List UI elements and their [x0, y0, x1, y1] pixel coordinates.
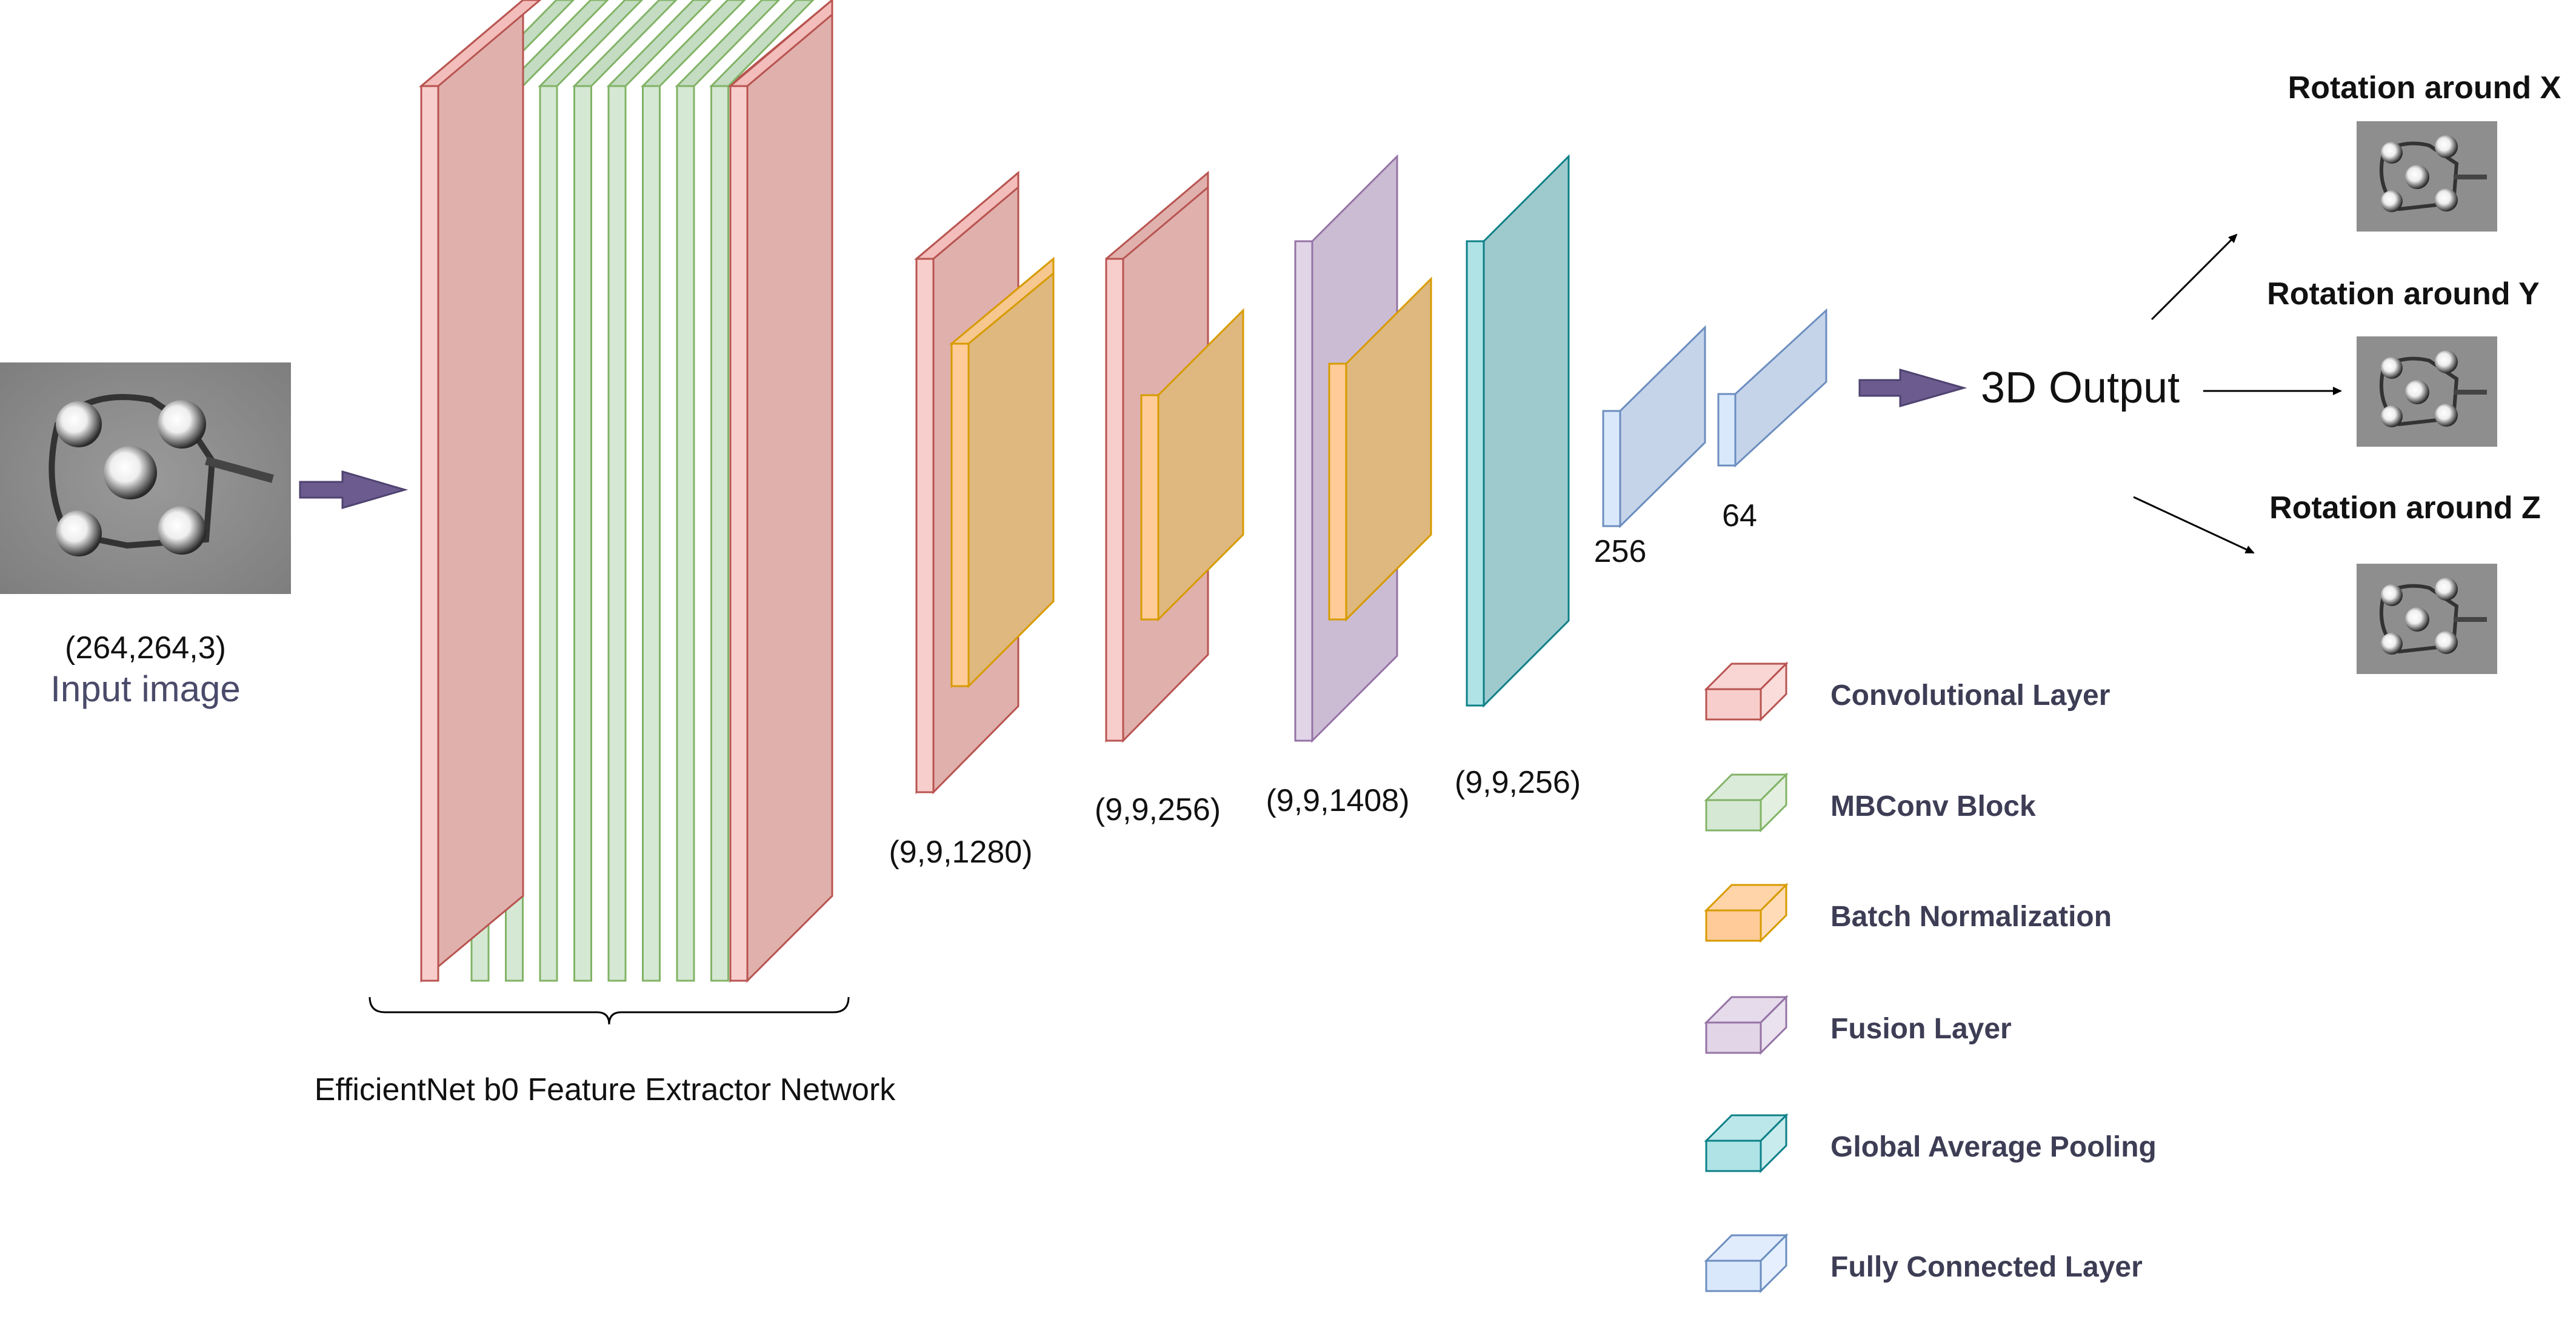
branch-arrow-z — [2133, 496, 2255, 554]
legend-label: Fully Connected Layer — [1830, 1251, 2143, 1283]
input-arrow — [299, 470, 409, 509]
rotation-z-label: Rotation around Z — [2269, 490, 2541, 526]
mbconv-slab — [675, 0, 781, 982]
legend-label: Batch Normalization — [1830, 901, 2112, 933]
legend-label: Global Average Pooling — [1830, 1131, 2157, 1163]
legend-swatch-icon — [1704, 772, 1789, 833]
legend-label: MBConv Block — [1830, 790, 2036, 823]
branch-arrow-x — [2151, 233, 2238, 321]
mbconv-slab — [572, 0, 678, 982]
stage-4-gap — [1466, 154, 1570, 708]
dense-256-label: 256 — [1594, 534, 1647, 569]
mbconv-slab — [606, 0, 712, 982]
stage-4-shape-label: (9,9,256) — [1455, 765, 1581, 800]
legend-swatch-icon — [1704, 1233, 1789, 1293]
legend-swatch-icon — [1704, 883, 1789, 943]
input-caption: Input image — [50, 669, 241, 709]
backbone-caption: EfficientNet b0 Feature Extractor Networ… — [315, 1072, 896, 1107]
legend-swatch-icon — [1704, 1113, 1789, 1173]
rotation-z-thumbnail — [2357, 564, 2497, 674]
backbone-stack — [418, 0, 833, 983]
legend-item: Convolutional Layer — [1704, 661, 2110, 722]
backbone-brace — [369, 996, 850, 1025]
legend-label: Fusion Layer — [1830, 1013, 2012, 1045]
stage-1-batchnorm — [949, 256, 1055, 689]
legend-item: Global Average Pooling — [1704, 1113, 2157, 1173]
dense-64-label: 64 — [1722, 498, 1757, 533]
mbconv-slab — [538, 0, 644, 982]
legend-item: Batch Normalization — [1704, 883, 2112, 943]
rotation-y-thumbnail — [2357, 336, 2497, 447]
legend-item: Fusion Layer — [1704, 995, 2012, 1055]
stage-2-batchnorm — [1140, 308, 1244, 622]
stage-3-batchnorm — [1328, 276, 1432, 622]
legend-label: Convolutional Layer — [1830, 679, 2110, 712]
rotation-x-label: Rotation around X — [2288, 70, 2561, 105]
backbone-conv-slab-front — [418, 0, 542, 983]
output-label: 3D Output — [1981, 364, 2180, 412]
stage-1-shape-label: (9,9,1280) — [889, 835, 1032, 870]
input-shape-label: (264,264,3) — [65, 630, 226, 666]
output-arrow — [1858, 369, 1967, 407]
legend-item: MBConv Block — [1704, 772, 2036, 833]
mbconv-slab — [709, 0, 815, 982]
stage-2-shape-label: (9,9,256) — [1095, 792, 1221, 827]
rotation-y-label: Rotation around Y — [2267, 276, 2540, 312]
legend-swatch-icon — [1704, 995, 1789, 1055]
legend-item: Fully Connected Layer — [1704, 1233, 2143, 1293]
stage-3-shape-label: (9,9,1408) — [1266, 783, 1409, 818]
rotation-x-thumbnail — [2357, 121, 2497, 232]
dense-layer-256 — [1602, 325, 1706, 529]
input-image — [0, 362, 291, 594]
dense-layer-64 — [1717, 308, 1827, 468]
backbone-conv-slab-back-face — [727, 0, 833, 983]
mbconv-slab — [640, 0, 746, 982]
legend-swatch-icon — [1704, 661, 1789, 722]
